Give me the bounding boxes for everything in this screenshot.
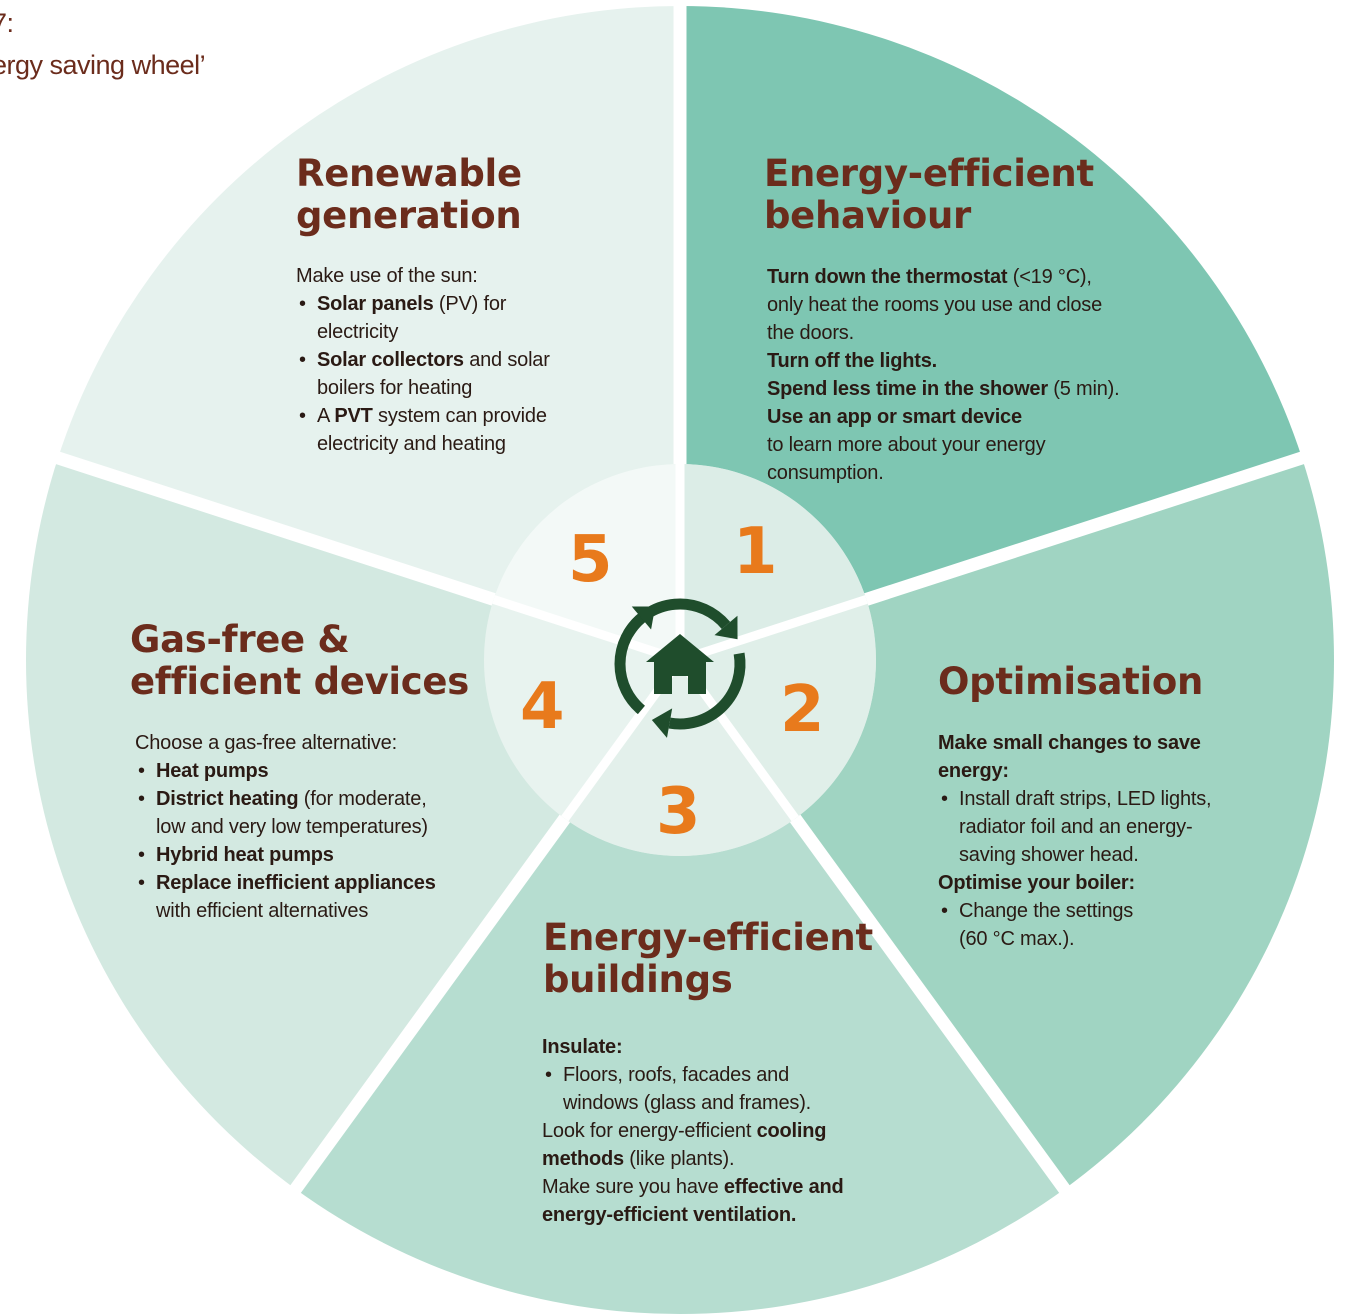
segment-2-title: Optimisation	[938, 661, 1203, 703]
segment-1-body: Turn down the thermostat (<19 °C), only …	[767, 263, 1120, 487]
segment-2-subheader: Optimise your boiler:	[938, 872, 1135, 894]
wheel-segment-3	[295, 660, 1065, 1314]
house-icon	[646, 634, 714, 694]
recycle-arrow-head	[714, 615, 738, 640]
segment-3-title-line2: buildings	[543, 958, 733, 1001]
segment-3-header: Insulate:	[542, 1036, 623, 1058]
segment-1-line: Spend less time in the shower (5 min).	[767, 378, 1120, 400]
segment-4-number: 4	[520, 670, 565, 744]
segment-4-bullet: Heat pumps	[135, 757, 436, 785]
segment-2-list-1: Install draft strips, LED lights,radiato…	[938, 785, 1212, 869]
segment-1-title: Energy-efficient behaviour	[764, 153, 1094, 237]
hub-wedge-2	[680, 599, 877, 819]
segment-2-header: energy:	[938, 760, 1009, 782]
segment-3-line: Look for energy-efficient cooling	[542, 1120, 827, 1142]
segment-5-title: Renewable generation	[296, 153, 522, 237]
segment-2-header: Make small changes to save	[938, 732, 1201, 754]
segment-2-body: Make small changes to save energy: Insta…	[938, 729, 1212, 953]
segment-4-body: Choose a gas-free alternative: Heat pump…	[135, 729, 436, 925]
segment-1-line: consumption.	[767, 462, 884, 484]
segment-3-body: Insulate: Floors, roofs, facades andwind…	[542, 1033, 844, 1229]
hub-divider	[678, 595, 868, 665]
segment-3-line: Make sure you have effective and	[542, 1176, 844, 1198]
segment-1-line: only heat the rooms you use and close	[767, 294, 1103, 316]
segment-5-title-line2: generation	[296, 194, 522, 237]
recycle-arrow-arc	[614, 613, 646, 715]
recycle-arrow-head	[631, 606, 656, 630]
hub-wedge-4	[484, 599, 680, 819]
segment-3-line: energy-efficient ventilation.	[542, 1204, 797, 1226]
segment-1-line: Use an app or smart device	[767, 406, 1022, 428]
segment-3-title: Energy-efficient buildings	[543, 917, 873, 1001]
segment-5-body: Make use of the sun: Solar panels (PV) f…	[296, 262, 550, 458]
recycle-arrow-arc	[668, 652, 746, 730]
segment-2-bullet: Change the settings(60 °C max.).	[938, 897, 1211, 953]
segment-1-line: Turn down the thermostat (<19 °C),	[767, 266, 1092, 288]
segment-2-bullet: Install draft strips, LED lights,radiato…	[938, 785, 1212, 869]
segment-4-bullet: District heating (for moderate,low and v…	[135, 785, 436, 841]
segment-2-number: 2	[780, 673, 825, 747]
segment-4-title-line2: efficient devices	[130, 660, 469, 703]
hub-divider	[492, 595, 682, 665]
segment-5-title-line1: Renewable	[296, 152, 522, 195]
segment-1-line: to learn more about your energy	[767, 434, 1046, 456]
segment-3-line: methods (like plants).	[542, 1148, 735, 1170]
segment-1-title-line2: behaviour	[764, 194, 971, 237]
segment-4-title-line1: Gas-free &	[130, 618, 350, 661]
hub-wedge-3	[564, 660, 796, 856]
figure-number: 7:	[0, 8, 14, 38]
segment-1-title-line1: Energy-efficient	[764, 152, 1094, 195]
segment-5-number: 5	[568, 523, 613, 597]
segment-4-intro: Choose a gas-free alternative:	[135, 732, 397, 754]
segment-2-title-line1: Optimisation	[938, 660, 1204, 703]
segment-1-line: Turn off the lights.	[767, 350, 938, 372]
figure-title: ergy saving wheel’	[0, 50, 206, 80]
segment-3-number: 3	[656, 775, 701, 849]
segment-4-bullet: Hybrid heat pumps	[135, 841, 436, 869]
segment-3-title-line1: Energy-efficient	[543, 916, 873, 959]
segment-4-list: Heat pumps District heating (for moderat…	[135, 757, 436, 925]
segment-5-intro: Make use of the sun:	[296, 265, 478, 287]
recycle-arrow-head	[651, 708, 673, 738]
segment-1-line: the doors.	[767, 322, 854, 344]
segment-1-number: 1	[733, 515, 778, 589]
segment-2-list-2: Change the settings(60 °C max.).	[938, 897, 1211, 953]
segment-4-title: Gas-free & efficient devices	[130, 619, 469, 703]
figure-caption: 7: ergy saving wheel’	[0, 2, 206, 86]
wheel-segment-1	[680, 6, 1302, 660]
recycle-arrows-house-icon	[614, 598, 746, 738]
